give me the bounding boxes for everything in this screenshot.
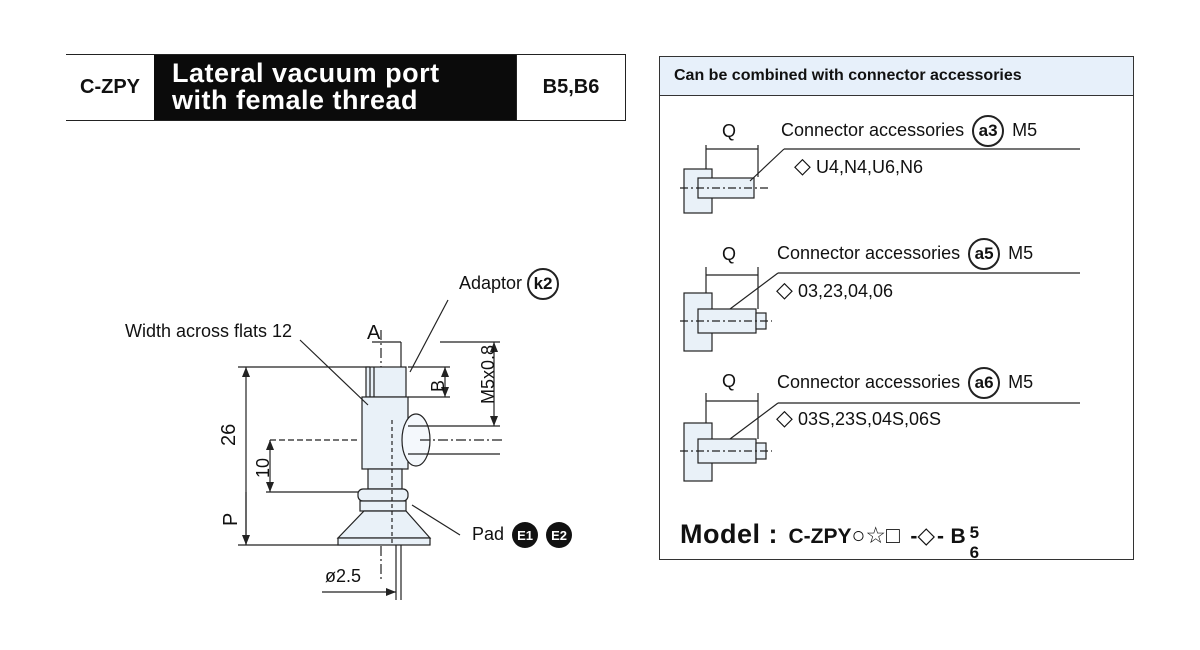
width-across-flats-label: Width across flats 12 [125,321,293,341]
connector-label: Connector accessories [777,371,961,392]
q-dimension-2: Q [722,244,737,264]
dim-26-label: 26 [218,423,240,446]
model-b-option-5: 5 [969,523,980,542]
model-dash-1: - [910,525,918,548]
model-b-option-6: 6 [969,543,980,562]
product-code: C-ZPY [80,76,140,98]
codes-text: U4,N4,U6,N6 [815,157,923,177]
product-title: Lateral vacuum port with female thread [154,55,516,120]
title-header: C-ZPY Lateral vacuum port with female th… [66,54,626,121]
diamond-icon: ◇ [794,153,811,178]
pad-badge-e2: E2 [546,522,573,548]
codes-text: 03,23,04,06 [797,281,894,301]
vacuum-pad-drawing [238,299,505,600]
connector-entry-3: Connector accessories a6 M5 [777,367,1033,399]
panel-title: Can be combined with connector accessori… [660,57,1133,96]
connector-badge-a6: a6 [968,367,1001,399]
dim-b-label: B [428,379,448,392]
diamond-icon: ◇ [776,405,793,430]
diamond-icon: ◇ [776,277,793,302]
codes-text: 03S,23S,04S,06S [797,409,942,429]
connector-codes-1: ◇ U4,N4,U6,N6 [794,153,923,179]
pad-label: Pad E1 E2 [472,522,573,548]
adaptor-text: Adaptor [459,272,523,293]
connector-accessories-panel: Can be combined with connector accessori… [659,56,1134,562]
model-code: C-ZPY [788,525,852,548]
model-b: B [950,525,966,548]
dim-10-label: 10 [253,457,273,478]
model-dash-2: - [937,525,945,548]
connector-badge-a5: a5 [968,238,1001,270]
pad-badge-e1: E1 [512,522,539,548]
connector-thread: M5 [1012,119,1038,140]
connector-badge-a3: a3 [972,115,1005,147]
connector-sketches [680,145,1080,482]
title-line-1: Lateral vacuum port [172,58,440,88]
q-dimension-3: Q [722,371,737,391]
pad-text: Pad [472,523,505,544]
thread-size-label: M5x0.8 [478,344,498,404]
diameter-label: ø2.5 [325,566,362,586]
dim-a-label: A [367,322,381,344]
model-option-symbols: ○☆□ [851,522,900,548]
q-dimension-1: Q [722,121,737,141]
connector-thread: M5 [1008,242,1034,263]
connector-thread: M5 [1008,371,1034,392]
adaptor-badge: k2 [527,268,560,300]
connector-entry-2: Connector accessories a5 M5 [777,238,1033,270]
connector-entry-1: Connector accessories a3 M5 [781,115,1037,147]
variant-codes: B5,B6 [516,55,626,120]
connector-codes-3: ◇ 03S,23S,04S,06S [776,405,941,431]
connector-label: Connector accessories [781,119,965,140]
adaptor-label: Adaptor k2 [459,268,560,300]
dim-p-label: P [220,512,242,526]
title-line-2: with female thread [172,85,419,115]
model-designation: Model : C-ZPY○☆□ -◇- B 5 6 [680,519,986,562]
model-label: Model : [680,519,778,549]
connector-codes-2: ◇ 03,23,04,06 [776,277,893,303]
connector-label: Connector accessories [777,242,961,263]
model-diamond-symbol: ◇ [917,522,936,548]
